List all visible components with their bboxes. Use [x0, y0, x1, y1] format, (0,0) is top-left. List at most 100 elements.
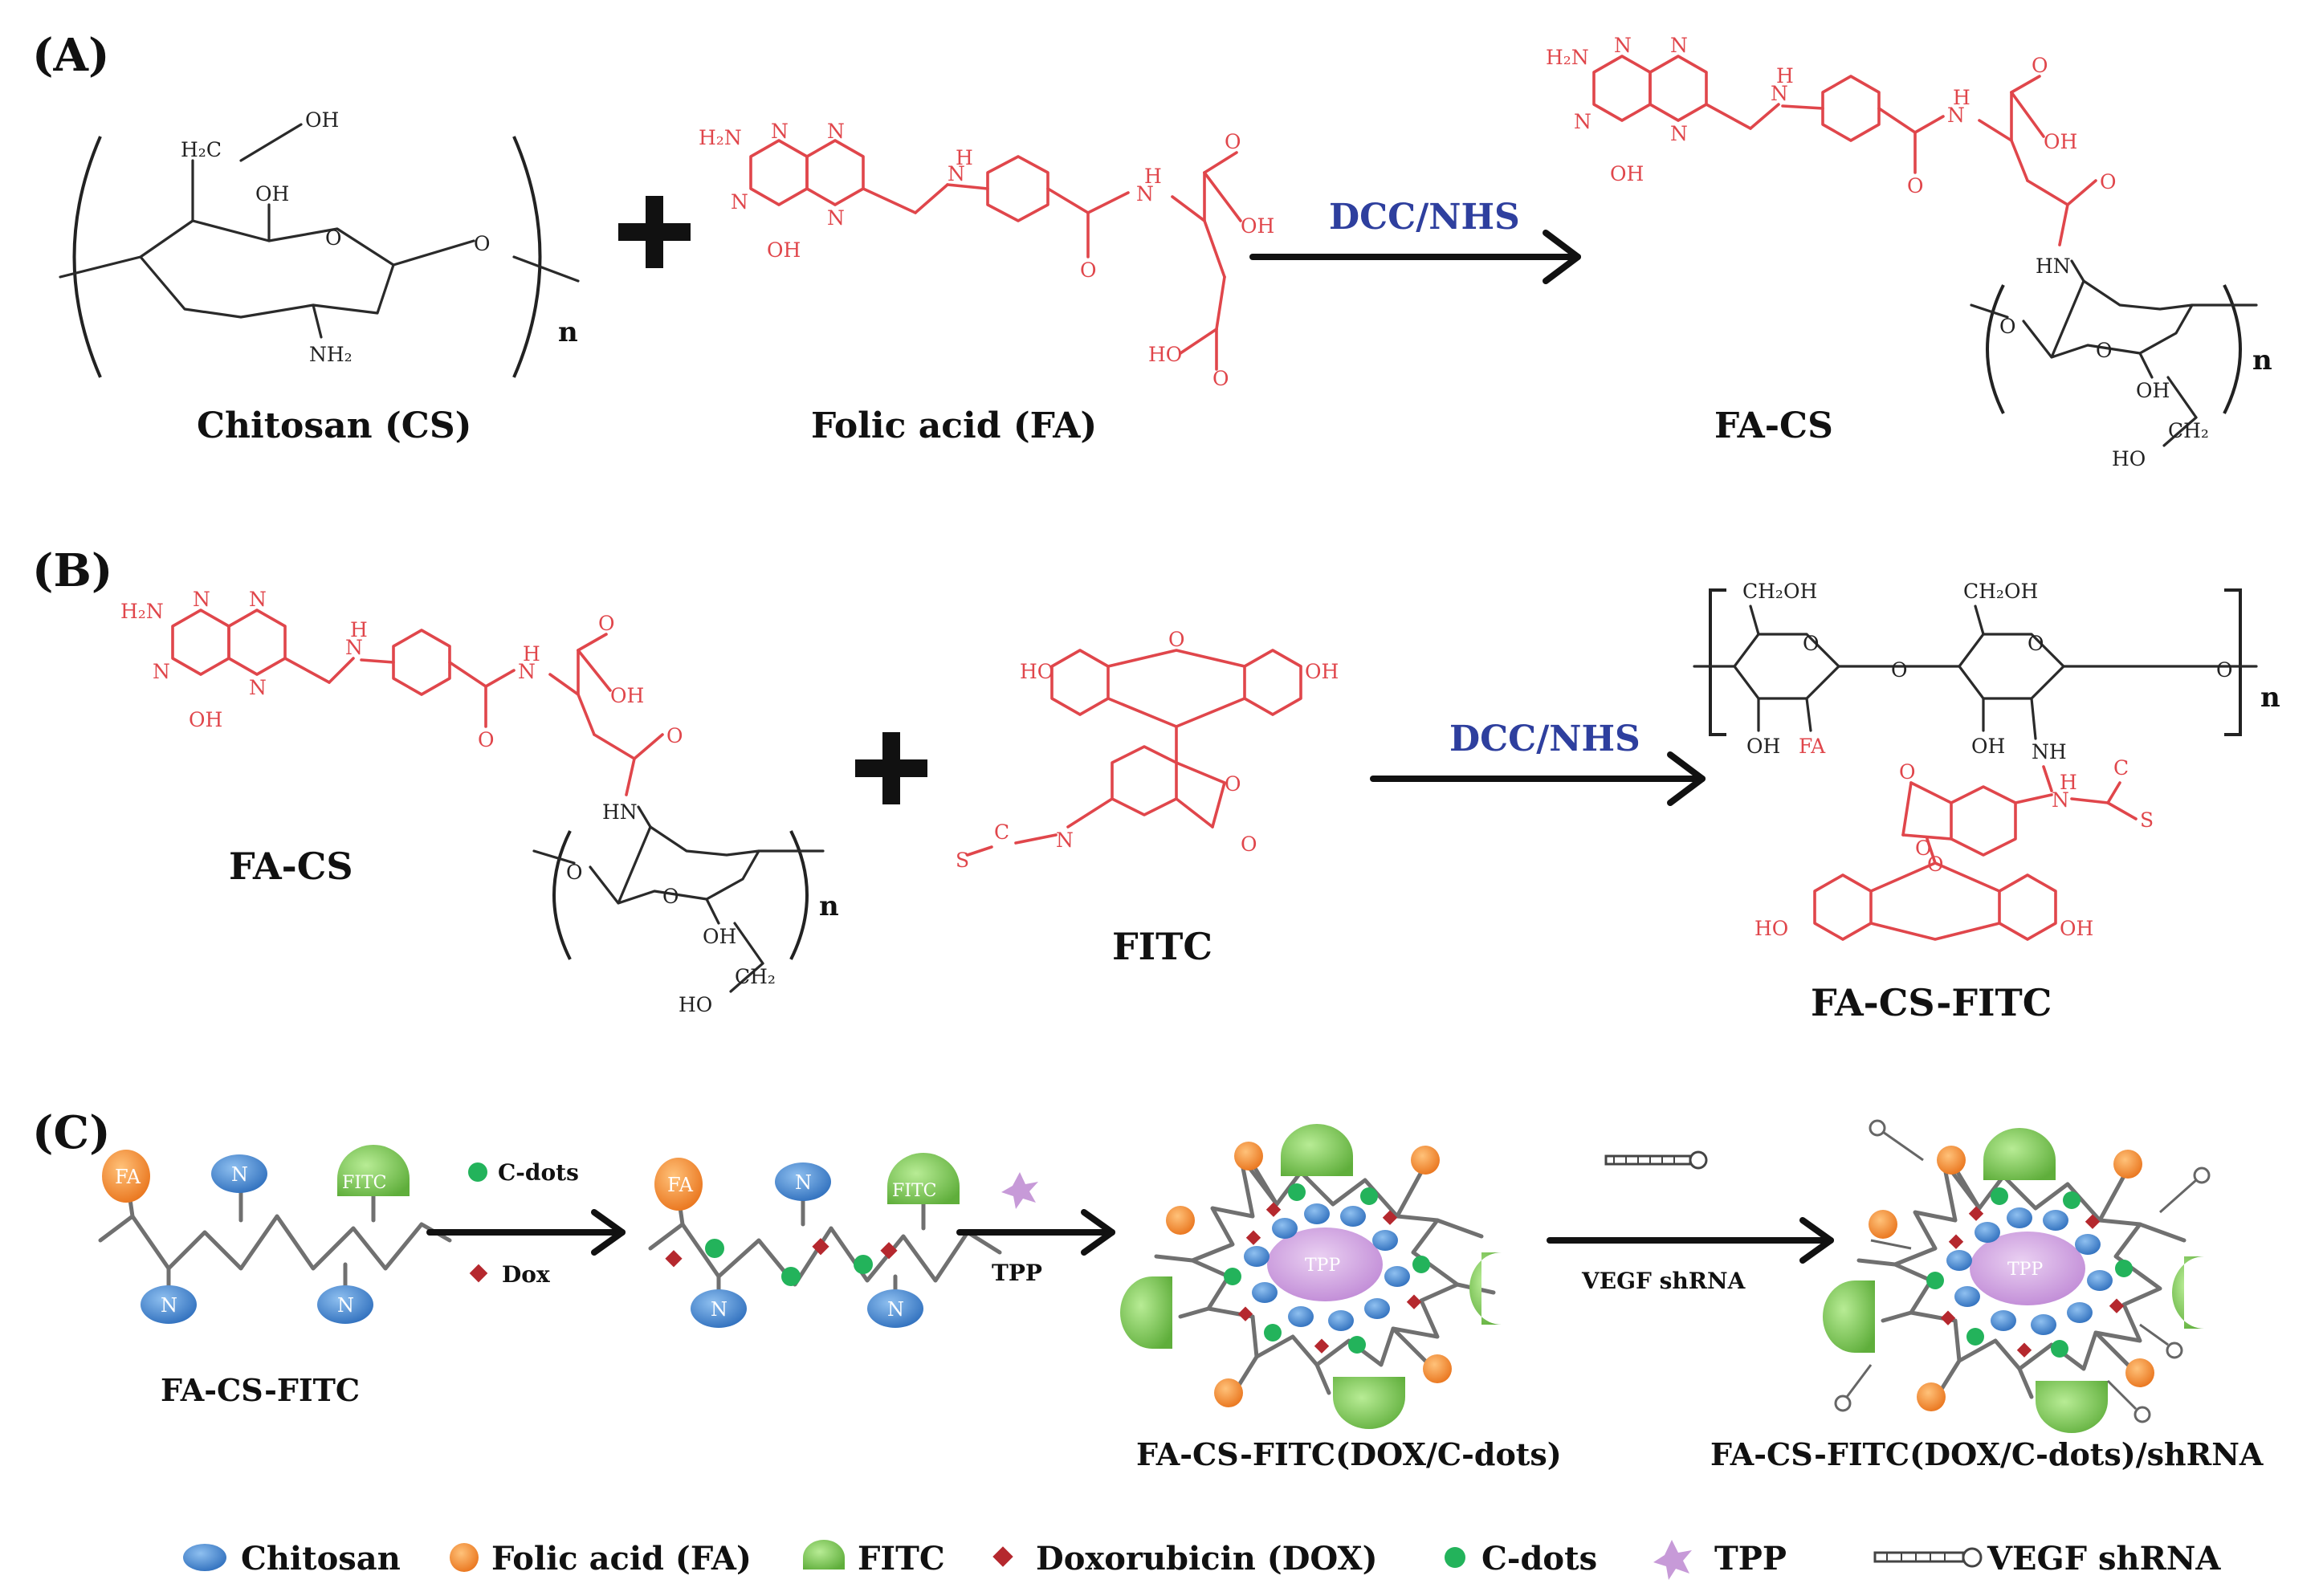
- atom-h: H: [1953, 86, 1970, 109]
- hairpin-icon: [1834, 1119, 2211, 1423]
- cdots-icon: [1264, 1324, 1282, 1342]
- atom-n: N: [731, 190, 748, 214]
- chitosan-node: [691, 1289, 747, 1328]
- atom-o: O: [2100, 170, 2117, 193]
- chitosan-structure: H₂C OH OH O O NH₂ n: [59, 108, 580, 378]
- reagent-label: DCC/NHS: [1329, 197, 1520, 238]
- atom-n: N: [1670, 122, 1688, 145]
- dox-icon: [1940, 1310, 1956, 1325]
- fa-cs-fitc-chain: FA N N N FITC: [98, 1145, 452, 1324]
- chitosan-node: [2087, 1270, 2113, 1291]
- chitosan-node: [1272, 1218, 1298, 1239]
- atom-h: H: [350, 618, 368, 641]
- folic-acid-node: [1411, 1146, 1440, 1175]
- fitc-node: [337, 1145, 410, 1196]
- atom-o: O: [598, 612, 615, 635]
- atom-ho: HO: [2112, 447, 2146, 470]
- step-arrow: [1547, 1217, 1834, 1264]
- chitosan-node: [775, 1162, 831, 1201]
- final-np-label: FA-CS-FITC(DOX/C-dots)/shRNA: [1710, 1436, 2264, 1472]
- atom-c: C: [994, 820, 1009, 844]
- chitosan-label: Chitosan (CS): [197, 405, 471, 446]
- atom-oh: OH: [1746, 735, 1780, 758]
- atom-ch2: CH₂: [735, 965, 776, 988]
- node-n-label: N: [161, 1294, 177, 1317]
- dox-icon: [880, 1242, 898, 1260]
- atom-n: N: [1771, 82, 1788, 105]
- atom-n: N: [1136, 182, 1154, 206]
- atom-h: H: [1144, 165, 1162, 188]
- atom-nh: NH: [2032, 740, 2067, 763]
- atom-o: O: [2096, 339, 2113, 362]
- atom-oh: OH: [255, 182, 289, 206]
- legend: Chitosan Folic acid (FA) FITC Doxorubici…: [183, 1540, 2221, 1580]
- atom-o: O: [2028, 632, 2044, 655]
- chitosan-node: [1252, 1282, 1278, 1303]
- plus-icon: [618, 196, 691, 268]
- dox-icon: [1245, 1230, 1261, 1245]
- chitosan-node: [1975, 1222, 2000, 1243]
- fa-cs-fitc-chain-label: FA-CS-FITC: [161, 1372, 360, 1408]
- repeat-n: n: [558, 316, 578, 348]
- atom-o: O: [566, 861, 583, 884]
- repeat-n: n: [2252, 344, 2272, 377]
- atom-o: O: [666, 724, 683, 747]
- node-n-label: N: [887, 1298, 904, 1321]
- atom-c: C: [2113, 756, 2129, 780]
- folic-acid-node: [102, 1150, 150, 1203]
- fa-cs-product-structure: H₂N N N N N OH N H O N H O OH O HN O O O…: [1546, 34, 2272, 470]
- atom-hn: HN: [602, 800, 638, 824]
- red-diamond-icon: [992, 1546, 1013, 1567]
- atom-n: N: [249, 588, 267, 611]
- atom-ho: HO: [679, 993, 712, 1016]
- atom-o: O: [1080, 259, 1097, 282]
- folic-acid-structure: H₂N N N N N OH N H O N H O OH HO O: [699, 120, 1274, 390]
- folic-acid-node: [1937, 1146, 1966, 1175]
- purple-star-icon: [1653, 1540, 1692, 1580]
- chitosan-node: [317, 1285, 373, 1324]
- cdots-icon: [854, 1255, 873, 1274]
- atom-oh: OH: [2044, 130, 2077, 153]
- dox-icon: [665, 1250, 683, 1268]
- atom-oh: OH: [1241, 214, 1274, 238]
- reaction-arrow: [1370, 751, 1706, 806]
- atom-oh: OH: [1305, 660, 1339, 683]
- atom-o: O: [1803, 632, 1820, 655]
- atom-o: O: [1225, 772, 1241, 796]
- fa-cs-fitc-label: FA-CS-FITC: [1811, 981, 2052, 1024]
- chitosan-node: [2007, 1207, 2032, 1228]
- atom-o: O: [1212, 367, 1229, 390]
- atom-s: S: [956, 849, 969, 872]
- atom-fa: FA: [1799, 735, 1826, 758]
- chitosan-node: [2075, 1234, 2101, 1255]
- atom-hn: HN: [2036, 254, 2071, 278]
- dox-icon: [1314, 1338, 1330, 1354]
- dox-icon: [1948, 1234, 1964, 1249]
- panel-c-label: (C): [32, 1106, 111, 1159]
- folic-acid-label: Folic acid (FA): [811, 405, 1097, 446]
- legend-tpp: TPP: [1714, 1540, 1787, 1578]
- atom-n: N: [1614, 34, 1632, 57]
- atom-h2n: H₂N: [699, 126, 742, 149]
- atom-h: H: [956, 146, 973, 169]
- chitosan-node: [2067, 1302, 2093, 1323]
- atom-oh: OH: [2136, 379, 2170, 402]
- cdots-icon: [1991, 1187, 2008, 1205]
- panel-a-label: (A): [32, 29, 109, 82]
- fa-cs-fitc-product-structure: CH₂OH CH₂OH O O O O OH FA OH NH N H C S …: [1693, 580, 2280, 941]
- atom-n: N: [948, 162, 965, 185]
- step-dox-label: Dox: [502, 1261, 550, 1288]
- fitc-node: [1120, 1276, 1172, 1349]
- atom-o: O: [1915, 837, 1932, 860]
- reaction-arrow: [1249, 230, 1581, 284]
- chitosan-node: [1288, 1306, 1314, 1327]
- atom-o: O: [478, 728, 495, 751]
- atom-o: O: [1927, 853, 1944, 876]
- blue-ellipse-icon: [183, 1544, 226, 1571]
- chitosan-node: [141, 1285, 197, 1324]
- chitosan-node: [1244, 1246, 1269, 1267]
- cdots-icon: [2051, 1340, 2068, 1358]
- atom-oh: OH: [2060, 917, 2093, 940]
- cdots-icon: [1412, 1256, 1430, 1273]
